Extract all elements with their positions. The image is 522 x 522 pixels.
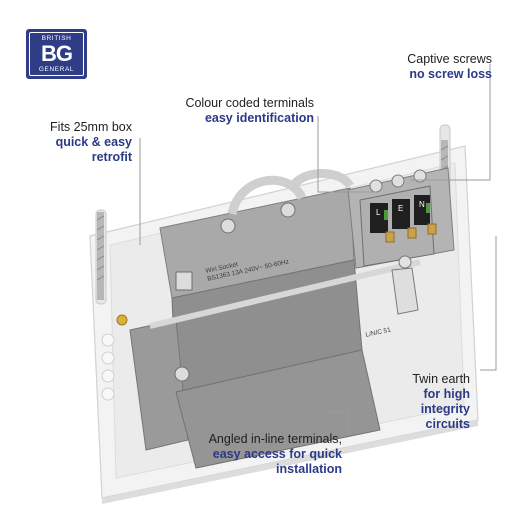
logo-top-text: BRITISH [41, 35, 72, 42]
callout-colour-benefit: easy identification [204, 111, 314, 125]
callout-angled-benefit-1: easy access for quick [212, 447, 342, 461]
logo-mark: BG [41, 41, 73, 66]
callout-captive-screws: Captive screws no screw loss [407, 52, 492, 82]
callout-fits-benefit-2: retrofit [91, 150, 132, 164]
terminal-block [359, 185, 435, 267]
captive-screws [369, 169, 427, 193]
housing-bg-mark [175, 271, 193, 291]
terminal-code-l: L [376, 208, 381, 217]
bg-logo: BRITISH BG GENERAL [26, 29, 87, 79]
earth-strip [149, 259, 421, 329]
callout-colour-title: Colour coded terminals [185, 96, 314, 110]
callout-captive-benefit: no screw loss [409, 67, 492, 81]
brass-terminals [385, 223, 437, 243]
callout-fits-benefit-1: quick & easy [55, 135, 132, 149]
terminal-code-e: E [398, 204, 404, 213]
logo-bottom-text: GENERAL [38, 66, 75, 73]
callout-twin-earth: Twin earth for high integrity circuits [412, 372, 470, 432]
fixing-screw-left [96, 212, 105, 300]
callout-twin-benefit-3: circuits [425, 417, 470, 431]
brass-insert [116, 314, 128, 326]
callout-leaders [139, 64, 497, 434]
terminal-code-n: N [419, 200, 425, 209]
callout-angled-title: Angled in-line terminals, [208, 432, 342, 446]
callout-angled-terminals: Angled in-line terminals, easy access fo… [209, 432, 342, 477]
callout-angled-benefit-2: installation [276, 462, 342, 476]
callout-twin-benefit-2: integrity [420, 402, 470, 416]
callout-twin-benefit-1: for high [423, 387, 470, 401]
earth-terminal-screw [398, 255, 412, 269]
callout-twin-title: Twin earth [412, 372, 470, 386]
callout-fits-title: Fits 25mm box [50, 120, 132, 134]
knockout-circles [101, 333, 115, 401]
mechanism-screws [174, 202, 296, 382]
logo-border [29, 32, 84, 76]
callout-fits-box: Fits 25mm box quick & easy retrofit [50, 120, 132, 165]
earth-bridge [227, 169, 354, 216]
callout-colour-coded: Colour coded terminals easy identificati… [185, 96, 314, 126]
callout-captive-title: Captive screws [407, 52, 492, 66]
